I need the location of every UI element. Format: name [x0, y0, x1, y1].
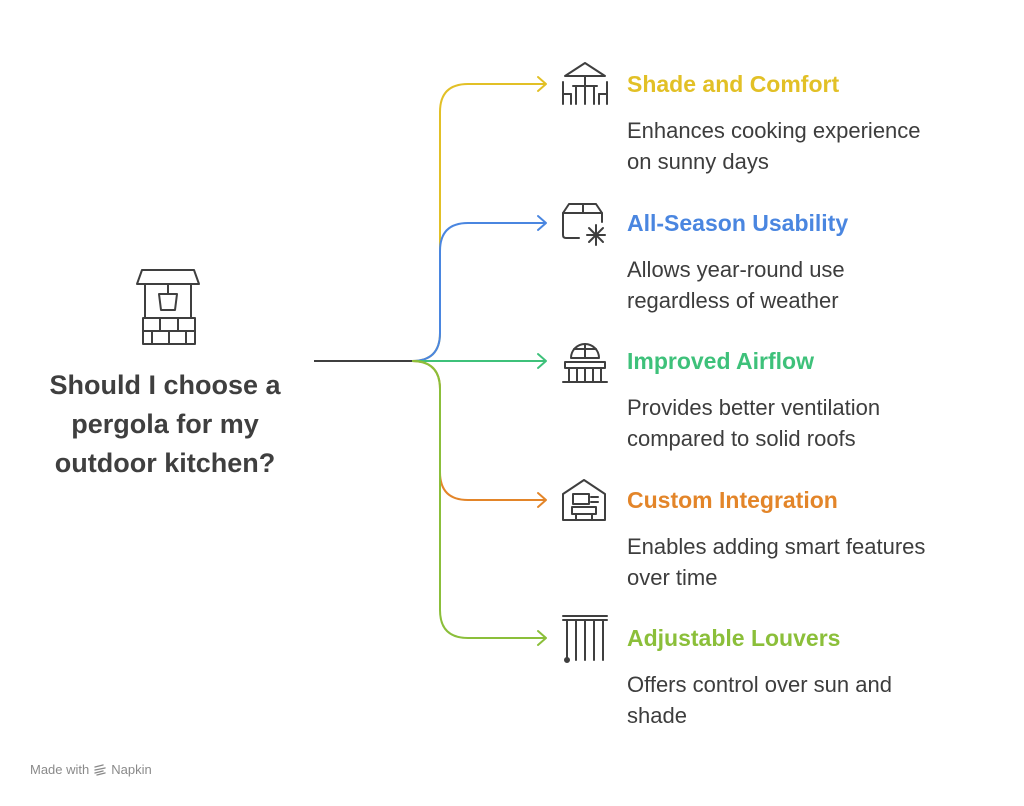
calendar-snowflake-icon [562, 203, 606, 246]
louvers-icon [562, 615, 608, 663]
branch-title-shade-and-comfort: Shade and Comfort [627, 71, 840, 97]
made-with-napkin-footer: Made with Napkin [30, 762, 152, 777]
branch-desc-improved-airflow: Provides better ventilation compared to … [627, 392, 880, 454]
napkin-brand-label: Napkin [111, 762, 152, 777]
branch-desc-all-season-usability: Allows year-round use regardless of weat… [627, 254, 845, 316]
central-question: Should I choose a pergola for my outdoor… [20, 366, 310, 483]
branch-desc-line: compared to solid roofs [627, 426, 856, 451]
branch-desc-line: Provides better ventilation [627, 395, 881, 420]
question-line-3: outdoor kitchen? [54, 448, 276, 478]
made-with-label: Made with [30, 762, 90, 777]
branch-title-all-season-usability: All-Season Usability [627, 210, 849, 236]
branch-desc-line: Offers control over sun and [627, 672, 892, 697]
arrowhead-adjustable-louvers [537, 630, 547, 646]
wishing-well-icon [136, 269, 200, 345]
branch-desc-line: Allows year-round use [627, 257, 845, 282]
branch-desc-line: on sunny days [627, 149, 769, 174]
branch-desc-shade-and-comfort: Enhances cooking experience on sunny day… [627, 115, 921, 177]
smart-home-icon [562, 479, 606, 521]
connector-adjustable-louvers [411, 360, 545, 639]
napkin-logo-icon [94, 763, 106, 776]
branch-desc-adjustable-louvers: Offers control over sun and shade [627, 669, 892, 731]
pergola-vent-icon [562, 343, 608, 383]
connector-all-season-usability [411, 222, 545, 362]
branch-title-custom-integration: Custom Integration [627, 487, 838, 513]
branch-desc-line: Enhances cooking experience [627, 118, 921, 143]
connector-custom-integration [411, 360, 545, 501]
branch-desc-custom-integration: Enables adding smart features over time [627, 531, 925, 593]
branch-title-adjustable-louvers: Adjustable Louvers [627, 625, 841, 651]
branch-title-improved-airflow: Improved Airflow [627, 348, 814, 374]
arrowhead-shade-and-comfort [537, 76, 547, 92]
branch-desc-line: shade [627, 703, 687, 728]
patio-umbrella-table-icon [562, 62, 608, 105]
branch-desc-line: over time [627, 565, 718, 590]
branch-desc-line: Enables adding smart features [627, 534, 926, 559]
arrowhead-improved-airflow [537, 353, 547, 369]
arrowhead-all-season-usability [537, 215, 547, 231]
branch-desc-line: regardless of weather [627, 288, 839, 313]
question-line-1: Should I choose a [49, 370, 281, 400]
arrowhead-custom-integration [537, 492, 547, 508]
question-line-2: pergola for my [71, 409, 259, 439]
